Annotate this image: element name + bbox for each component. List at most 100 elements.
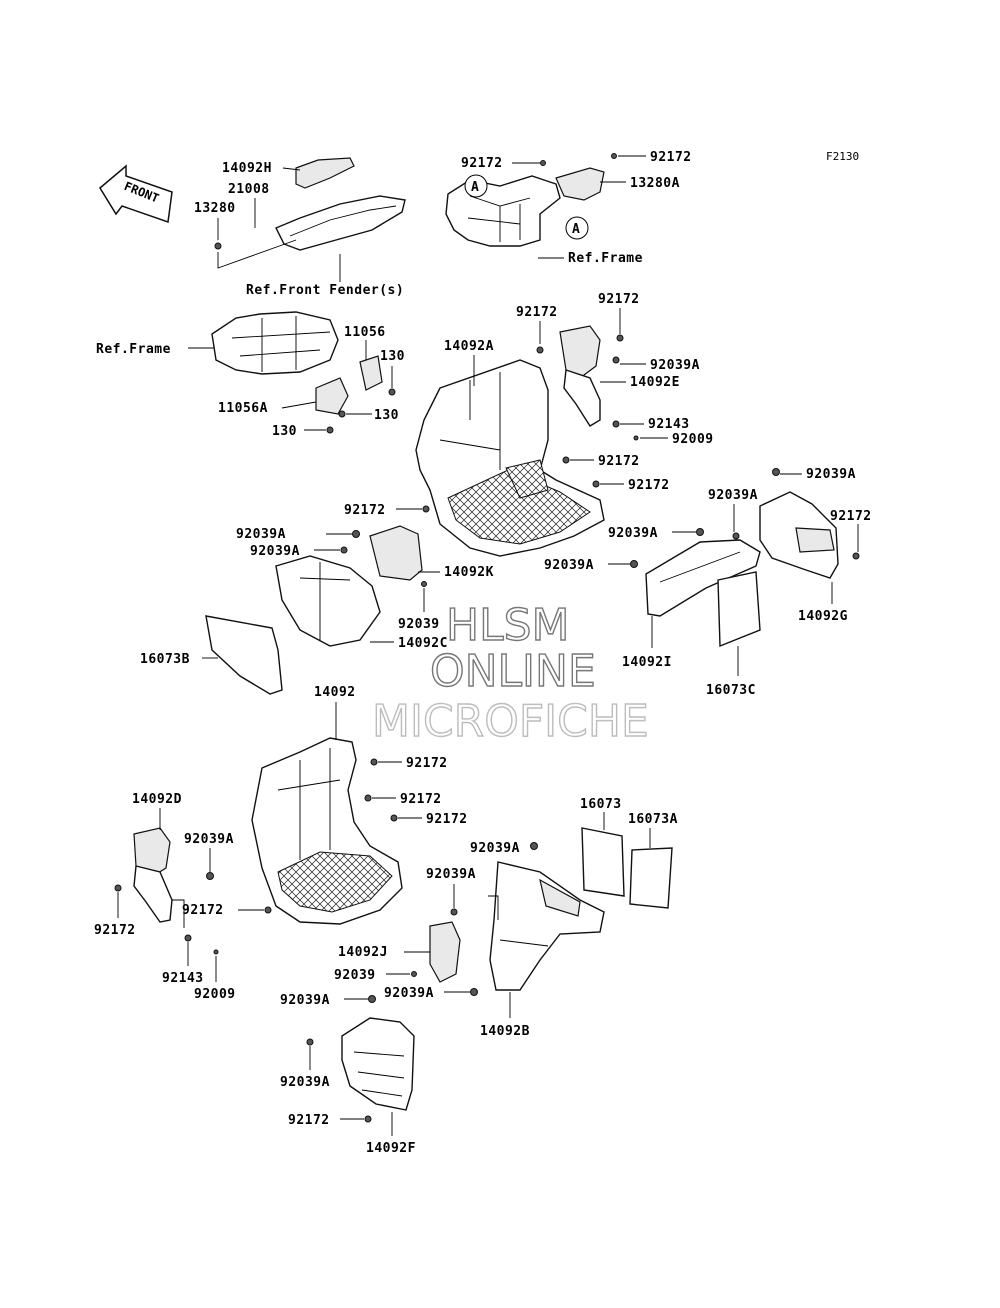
bolt-92172: [852, 552, 860, 560]
label-92172-bottom-end: 92172: [288, 1113, 330, 1128]
label-92172-top-left: 92172: [461, 156, 503, 171]
label-92172-bottom-3: 92172: [426, 812, 468, 827]
label-92039A-guard: 92039A: [650, 358, 700, 373]
bolt-92172: [364, 1115, 372, 1123]
label-14092D: 14092D: [132, 792, 182, 807]
label-92039A-left-2: 92039A: [250, 544, 300, 559]
label-11056: 11056: [344, 325, 386, 340]
part-14092J-cover: [429, 921, 461, 983]
part-14092A-floorboard: [415, 359, 605, 557]
bolt-92143: [184, 934, 192, 942]
label-14092I: 14092I: [622, 655, 672, 670]
part-16073C-pad: [717, 571, 761, 648]
bolt-130: [326, 426, 334, 434]
marker-A-top: [464, 174, 488, 198]
label-14092B: 14092B: [480, 1024, 530, 1039]
bolt-92143: [612, 420, 620, 428]
figure-code: F2130: [826, 150, 859, 163]
part-14092G-side-guard: [759, 491, 839, 579]
marker-A-right-text: A: [572, 222, 580, 237]
part-14092E-guard: [559, 325, 601, 427]
bolt-92172: [370, 758, 378, 766]
fastener-92039A: [340, 546, 348, 554]
watermark-line-1: HLSM: [446, 600, 570, 651]
fastener-92039A: [470, 988, 478, 996]
screw-92009: [213, 949, 219, 955]
bracket-11056A: [315, 377, 349, 415]
frame-section-left: [211, 311, 339, 375]
part-14092I-panel: [645, 539, 761, 617]
fastener-92039A: [306, 1038, 314, 1046]
bolt-92172: [390, 814, 398, 822]
part-16073-pad: [581, 827, 625, 897]
part-14092H-cover: [275, 157, 406, 251]
label-92172-guard-top: 92172: [598, 292, 640, 307]
label-92172-center-mid: 92172: [598, 454, 640, 469]
fastener-92039: [421, 581, 427, 587]
bolt-92172: [540, 160, 546, 166]
label-ref-front-fender: Ref.Front Fender(s): [246, 283, 404, 298]
label-14092E: 14092E: [630, 375, 680, 390]
fastener-92039A: [612, 356, 620, 364]
part-14092-floorboard: [251, 737, 403, 925]
label-16073B: 16073B: [140, 652, 190, 667]
label-130-c: 130: [272, 424, 297, 439]
label-92039-left: 92039: [398, 617, 440, 632]
bolt-92172: [364, 794, 372, 802]
label-13280A: 13280A: [630, 176, 680, 191]
watermark-line-2: ONLINE: [430, 646, 596, 697]
label-130-b: 130: [374, 408, 399, 423]
label-92039-bottom: 92039: [334, 968, 376, 983]
label-130-a: 130: [380, 349, 405, 364]
label-92172-right: 92172: [830, 509, 872, 524]
bolt-92172: [616, 334, 624, 342]
bolt-92172: [562, 456, 570, 464]
label-92039A-right-low: 92039A: [608, 526, 658, 541]
part-16073A-pad: [629, 847, 673, 909]
part-14092F-guard: [341, 1017, 415, 1111]
label-92172-center-left: 92172: [344, 503, 386, 518]
fastener-92039A: [352, 530, 360, 538]
bracket-11056: [359, 355, 383, 391]
label-92039A-bottom-left-2: 92039A: [280, 1075, 330, 1090]
bolt-92172: [536, 346, 544, 354]
part-14092C-panel: [275, 555, 381, 647]
label-14092G: 14092G: [798, 609, 848, 624]
label-14092K: 14092K: [444, 565, 494, 580]
label-13280: 13280: [194, 201, 236, 216]
label-92172-center-right: 92172: [628, 478, 670, 493]
bolt-92172: [611, 153, 617, 159]
bolt-92172: [114, 884, 122, 892]
marker-A-right: [565, 216, 589, 240]
fastener-92039A: [450, 908, 458, 916]
bolt-92172: [264, 906, 272, 914]
label-92039A-right-top: 92039A: [806, 467, 856, 482]
label-92172-bottom-mid: 92172: [182, 903, 224, 918]
label-92039A-bottom-left: 92039A: [184, 832, 234, 847]
label-92172-bottom-1: 92172: [406, 756, 448, 771]
watermark-line-3: MICROFICHE: [372, 696, 649, 747]
fastener-92039A: [732, 532, 740, 540]
part-14092K-cover: [369, 525, 423, 581]
label-92009-bottom: 92009: [194, 987, 236, 1002]
label-92172-bottom-left: 92172: [94, 923, 136, 938]
label-14092J: 14092J: [338, 945, 388, 960]
screw-92009: [633, 435, 639, 441]
fastener-92039A: [368, 995, 376, 1003]
label-92039A-bottom-right-2: 92039A: [426, 867, 476, 882]
label-16073: 16073: [580, 797, 622, 812]
bolt-130: [338, 410, 346, 418]
label-92172-top-right: 92172: [650, 150, 692, 165]
marker-A-top-text: A: [471, 180, 479, 195]
label-21008: 21008: [228, 182, 270, 197]
label-92039A-right-bottom: 92039A: [544, 558, 594, 573]
fastener-92039A: [696, 528, 704, 536]
label-92039A-bottom-top: 92039A: [280, 993, 330, 1008]
label-11056A: 11056A: [218, 401, 268, 416]
clip-13280: [214, 242, 222, 250]
fastener-92039A: [630, 560, 638, 568]
front-direction-arrow: FRONT: [99, 164, 173, 224]
bolt-130: [388, 388, 396, 396]
